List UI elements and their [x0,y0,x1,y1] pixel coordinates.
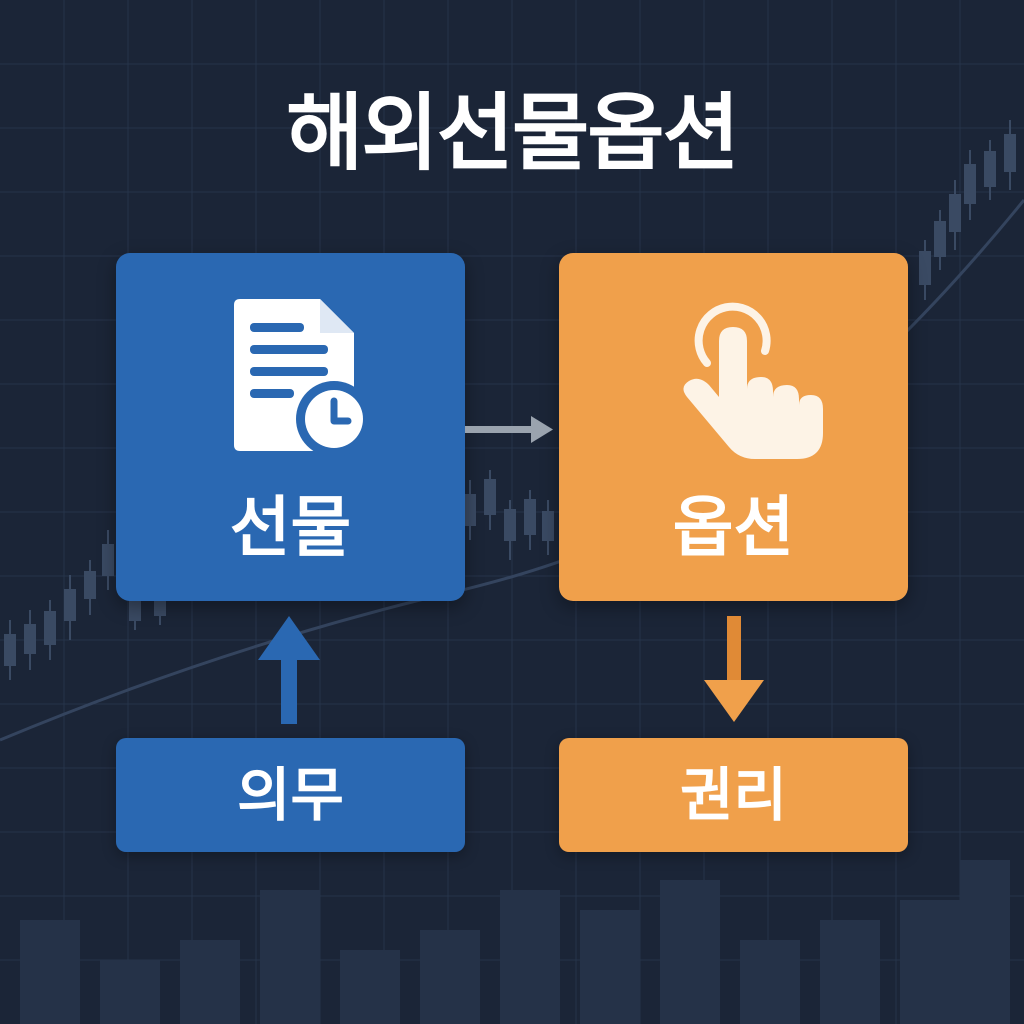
futures-card: 선물 [116,253,465,601]
right-tag: 권리 [559,738,908,852]
futures-label: 선물 [229,489,352,566]
options-label: 옵션 [672,489,795,566]
page-title: 해외선물옵션 [286,84,740,182]
document-clock-icon [234,299,372,457]
pointing-hand-icon [683,302,823,459]
obligation-tag: 의무 [116,738,465,852]
down-arrow [704,616,764,722]
connector-arrow [465,416,553,443]
up-arrow [258,616,320,724]
options-card: 옵션 [559,253,908,601]
